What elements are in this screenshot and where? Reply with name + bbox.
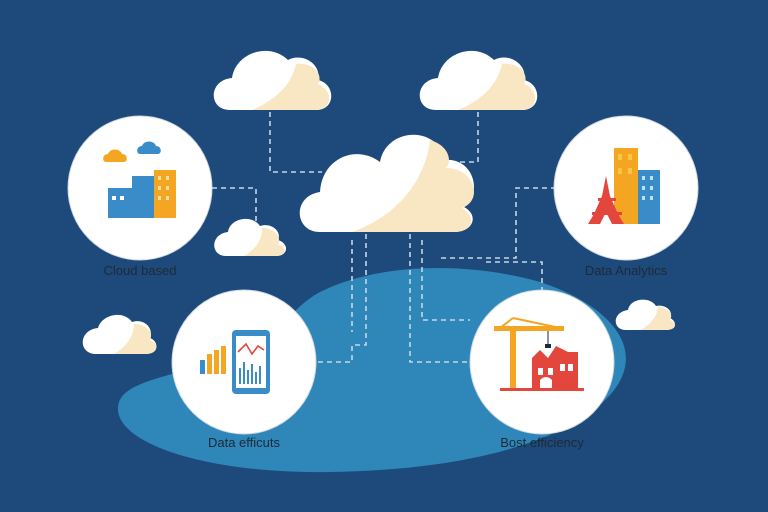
connector-node-2 (438, 187, 556, 259)
label-data-analytics: Data Analytics (584, 263, 668, 278)
label-bost-efficiency: Bost efficiency (500, 435, 584, 450)
connector-node-4 (409, 234, 470, 363)
cloud-bottom-left (82, 314, 157, 354)
connector-node-2b (486, 261, 543, 300)
cloud-center (299, 134, 474, 232)
construction-crane-with-building-icon (494, 317, 584, 391)
cloud-top-left (213, 50, 332, 110)
node-data-analytics (553, 115, 699, 261)
cloud-top-right (419, 50, 538, 110)
label-data-efficuts: Data efficuts (207, 435, 281, 450)
connector-cloud-left (269, 112, 322, 173)
connector-cloud-right (448, 112, 479, 163)
cloud-mid-left (214, 218, 287, 256)
cloud-bottom-right (615, 299, 675, 330)
node-cloud-based (67, 115, 213, 261)
eiffel-tower-with-skyscrapers-icon (588, 148, 660, 224)
smartphone-with-bar-chart-icon (200, 330, 270, 394)
city-buildings-with-clouds-icon (103, 141, 176, 218)
connector-lines (212, 112, 556, 363)
connector-node-3 (316, 234, 367, 363)
connector-node-4b (421, 240, 470, 321)
label-cloud-based: Cloud based (103, 263, 177, 278)
node-bost-efficiency (469, 289, 615, 435)
node-data-efficuts (171, 289, 317, 435)
